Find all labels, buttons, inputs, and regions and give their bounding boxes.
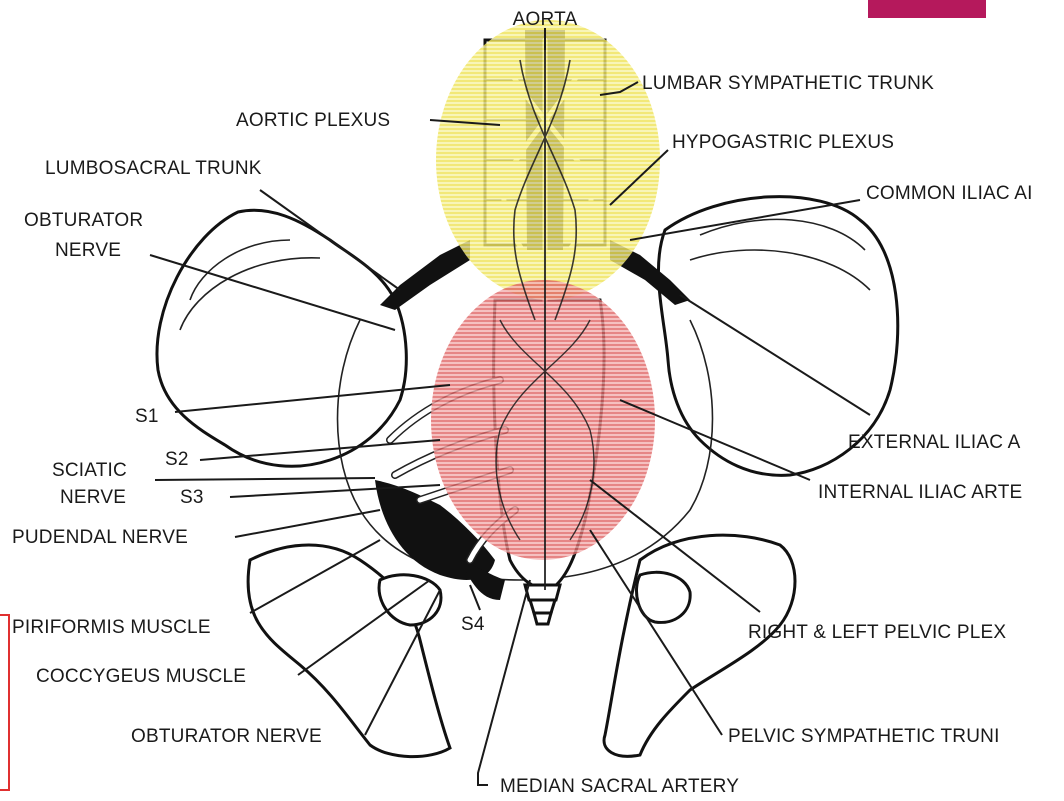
label-s3: S3 bbox=[180, 487, 204, 508]
label-lumbosacral-trunk: LUMBOSACRAL TRUNK bbox=[45, 158, 262, 179]
label-hypogastric-plexus: HYPOGASTRIC PLEXUS bbox=[672, 132, 894, 153]
upper-highlight-region bbox=[436, 20, 660, 300]
label-s2: S2 bbox=[165, 449, 189, 470]
label-common-iliac-artery: COMMON ILIAC AI bbox=[866, 183, 1033, 204]
label-aortic-plexus: AORTIC PLEXUS bbox=[236, 110, 390, 131]
label-piriformis-muscle: PIRIFORMIS MUSCLE bbox=[12, 617, 211, 638]
label-obturator-nerve-top-line2: NERVE bbox=[55, 240, 121, 261]
label-lumbar-sympathetic-trunk: LUMBAR SYMPATHETIC TRUNK bbox=[642, 73, 934, 94]
label-s1: S1 bbox=[135, 406, 159, 427]
lower-highlight-region bbox=[431, 280, 655, 560]
label-coccygeus-muscle: COCCYGEUS MUSCLE bbox=[36, 666, 246, 687]
label-obturator-nerve-bottom: OBTURATOR NERVE bbox=[131, 726, 322, 747]
label-median-sacral-artery: MEDIAN SACRAL ARTERY bbox=[500, 776, 739, 797]
label-pelvic-sympathetic-trunk: PELVIC SYMPATHETIC TRUNI bbox=[728, 726, 1000, 747]
label-external-iliac-artery: EXTERNAL ILIAC A bbox=[848, 432, 1021, 453]
label-s4: S4 bbox=[461, 614, 485, 635]
label-pudendal-nerve: PUDENDAL NERVE bbox=[12, 527, 188, 548]
left-edge-marker bbox=[0, 615, 9, 790]
corner-tab bbox=[868, 0, 986, 18]
label-obturator-nerve-top-line1: OBTURATOR bbox=[24, 210, 143, 231]
label-right-left-pelvic-plexus: RIGHT & LEFT PELVIC PLEX bbox=[748, 622, 1006, 643]
label-internal-iliac-artery: INTERNAL ILIAC ARTE bbox=[818, 482, 1022, 503]
label-aorta: AORTA bbox=[513, 9, 578, 30]
label-sciatic-nerve-line1: SCIATIC bbox=[52, 460, 127, 481]
label-sciatic-nerve-line2: NERVE bbox=[60, 487, 126, 508]
